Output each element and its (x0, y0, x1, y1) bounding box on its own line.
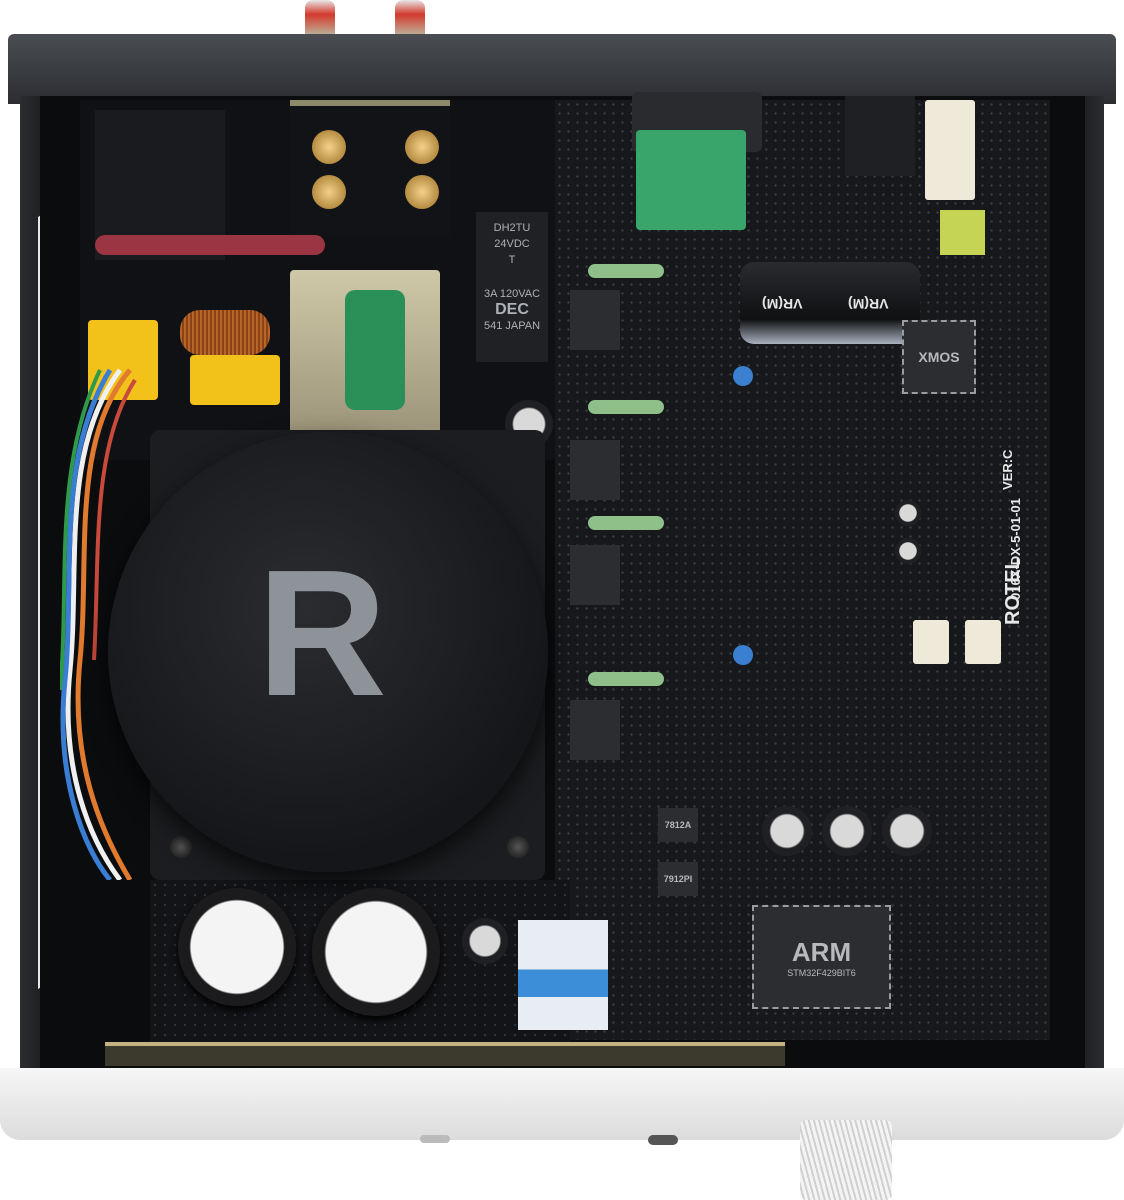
power-relay: DH2TU 24VDC T 3A 120VAC DEC 541 JAPAN (476, 212, 548, 362)
x-capacitor-2 (190, 355, 280, 405)
filter-capacitor-long: VR(M) VR(M) (740, 262, 920, 344)
ribbon-cable (518, 920, 608, 1030)
headphone-jack (648, 1135, 678, 1145)
signal-relay (965, 620, 1001, 664)
rotel-logo: R (257, 533, 387, 734)
relay-rating: 3A 120VAC (483, 288, 541, 300)
main-filter-capacitor-right (312, 888, 440, 1016)
gold-terminal (312, 130, 346, 164)
resistor (588, 264, 664, 278)
small-capacitor (895, 538, 921, 564)
usb-port (845, 96, 915, 176)
gold-terminal (405, 130, 439, 164)
xmos-chip-label: XMOS (918, 349, 960, 365)
heatsink-transistor (570, 545, 620, 605)
resistor (588, 516, 664, 530)
board-version: VER:C (1000, 449, 1015, 490)
small-capacitor (462, 918, 508, 964)
capacitor-brand: VR(M) (762, 296, 803, 312)
trim-pot (733, 645, 753, 665)
resistor (588, 672, 664, 686)
main-dac-board (555, 100, 1050, 1040)
input-binding-terminals (290, 100, 450, 236)
wireless-module (636, 130, 746, 230)
capacitor-brand: VR(M) (848, 296, 889, 312)
board-code: 016X-DX-5-01-01 (1008, 498, 1023, 600)
resistor (588, 400, 664, 414)
ac-wire-red (95, 235, 325, 255)
arm-part-number: STM32F429BIT6 (787, 967, 856, 978)
relay-variant: T (508, 254, 516, 266)
trim-pot (733, 366, 753, 386)
decoupling-capacitor (762, 806, 812, 856)
regulator-label: 7812A (664, 820, 692, 830)
relay-model: DH2TU (493, 222, 531, 234)
xmos-usb-chip: XMOS (902, 320, 976, 394)
small-capacitor (895, 500, 921, 526)
signal-relay (913, 620, 949, 664)
relay-origin: 541 JAPAN (483, 320, 541, 332)
gold-terminal (405, 175, 439, 209)
wiring-harness (60, 368, 137, 880)
decoupling-capacitor (882, 806, 932, 856)
relay-brand: DEC (495, 301, 529, 318)
voltage-regulator-positive: 7812A (658, 808, 698, 842)
front-panel (0, 1068, 1124, 1140)
volume-knob[interactable] (800, 1120, 892, 1200)
voltage-regulator-negative: 7912PI (658, 862, 698, 896)
regulator-label: 7912PI (663, 874, 693, 884)
front-display-board (105, 1042, 785, 1066)
arm-logo: ARM (791, 936, 852, 967)
ir-window (420, 1135, 450, 1143)
speaker-binding-post-left (305, 0, 335, 36)
heatsink-transistor (570, 700, 620, 760)
mounting-screw (170, 836, 192, 858)
auxiliary-transformer-winding (345, 290, 405, 410)
speaker-binding-post-right (395, 0, 425, 36)
toroidal-transformer-cover (108, 432, 548, 872)
heatsink-transistor (570, 290, 620, 350)
heatsink-transistor (570, 440, 620, 500)
power-connector (925, 100, 975, 200)
rear-panel (8, 34, 1116, 104)
arm-microcontroller: ARM STM32F429BIT6 (752, 905, 891, 1009)
yellow-transformer (940, 210, 985, 255)
relay-coil: 24VDC (494, 238, 530, 250)
gold-terminal (312, 175, 346, 209)
mounting-screw (507, 836, 529, 858)
main-filter-capacitor-left (178, 888, 296, 1006)
decoupling-capacitor (822, 806, 872, 856)
common-mode-choke (180, 310, 270, 355)
